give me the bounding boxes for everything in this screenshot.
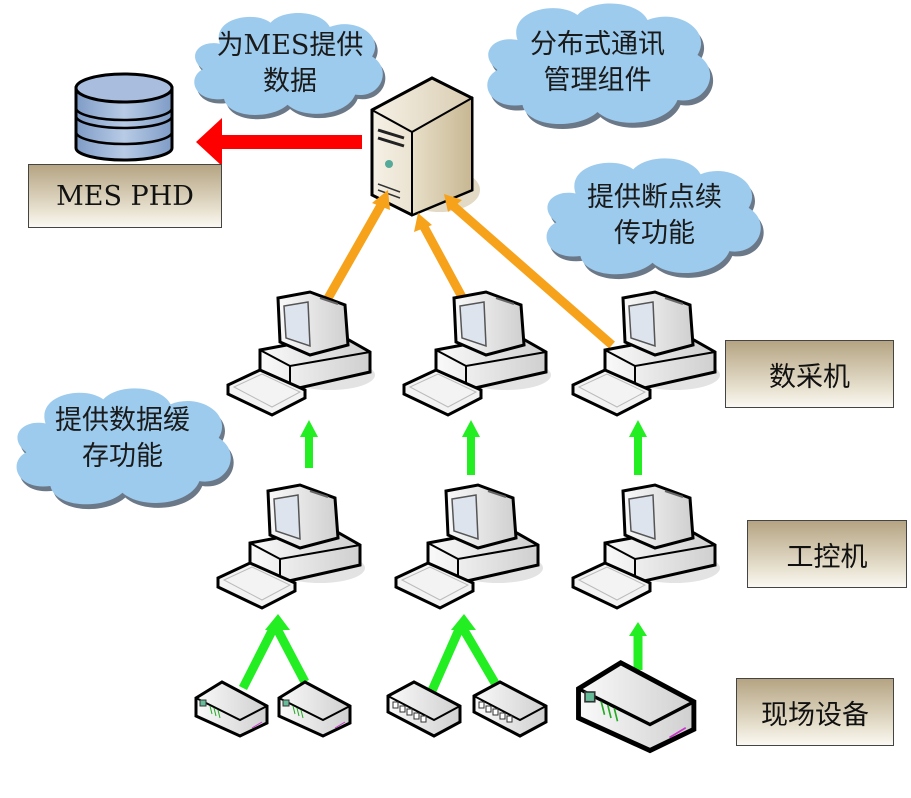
orange-arrow: [447, 199, 615, 349]
cloud-distributed-comm: 分布式通讯 管理组件: [505, 27, 690, 99]
cloud-text-line: 数据: [263, 66, 317, 97]
cloud-text-line: 提供断点续: [587, 182, 722, 213]
orange-arrows: [323, 197, 615, 349]
green-links: [238, 622, 643, 695]
database-icon: [74, 72, 174, 162]
industrial-pc-icon: [394, 483, 545, 610]
cloud-text-line: 为MES提供: [216, 30, 364, 61]
label-data-collector: 数采机: [725, 340, 894, 408]
industrial-pc-icon: [216, 483, 367, 610]
switch-icon: [386, 680, 462, 738]
cloud-provide-mes-data: 为MES提供 数据: [200, 28, 380, 100]
industrial-pc-icon: [571, 483, 722, 610]
label-mes-phd: MES PHD: [28, 164, 222, 228]
cloud-data-cache: 提供数据缓 存功能: [30, 403, 215, 475]
data-collector-pc-icon: [402, 290, 553, 417]
cloud-text-line: 管理组件: [543, 65, 652, 96]
cloud-text-line: 传功能: [614, 218, 695, 249]
modem-icon: [277, 680, 352, 738]
green-arrows: [300, 420, 647, 475]
data-collector-pc-icon: [226, 290, 377, 417]
cloud-resume-transfer: 提供断点续 传功能: [562, 180, 747, 252]
cloud-text-line: 提供数据缓: [55, 405, 190, 436]
orange-arrow: [323, 197, 388, 303]
label-industrial-pc: 工控机: [747, 520, 907, 588]
large-modem-icon: [579, 663, 694, 751]
data-collector-pc-icon: [571, 290, 722, 417]
label-field-devices: 现场设备: [736, 678, 894, 746]
cloud-text-line: 分布式通讯: [530, 29, 665, 60]
server-icon: [370, 76, 480, 217]
red-arrow: [196, 118, 362, 166]
cloud-text-line: 存功能: [82, 441, 163, 472]
modem-icon: [194, 680, 269, 738]
orange-arrow: [419, 222, 466, 300]
switch-icon: [472, 680, 548, 738]
